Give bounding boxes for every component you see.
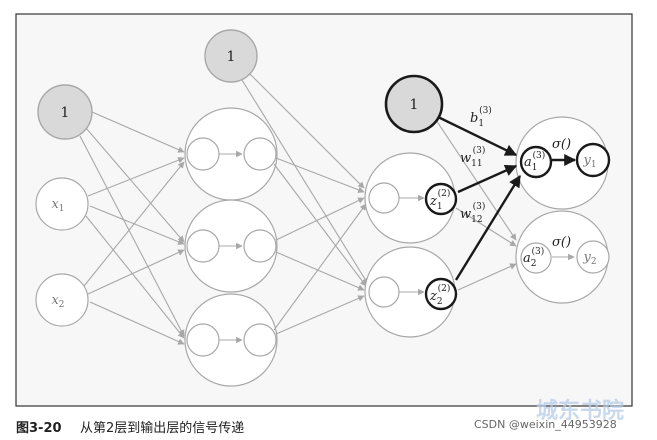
svg-text:y1: y1: [582, 153, 596, 170]
csdn-watermark: CSDN @weixin_44953928: [474, 418, 617, 431]
bias-node-input: 1: [37, 84, 93, 140]
figure-caption: 从第2层到输出层的信号传递: [80, 420, 244, 436]
output-node-y2: y2: [576, 240, 610, 274]
layer2-nodes: [368, 182, 425, 308]
svg-text:1: 1: [227, 49, 236, 65]
figure-number: 图3-20: [16, 421, 62, 436]
layer1-nodes: [186, 137, 277, 357]
edge-label-w12: w12(3): [460, 201, 485, 225]
input-node-x2: x2: [35, 273, 89, 327]
edges-input-to-layer1: [79, 111, 185, 345]
site-watermark: 城东书院: [536, 398, 624, 424]
svg-text:1: 1: [61, 105, 70, 121]
svg-text:a1(3): a1(3): [524, 150, 545, 173]
edges-layer2-to-a2: [435, 119, 517, 291]
svg-text:1: 1: [410, 97, 419, 113]
bias-node-layer2: 1: [384, 74, 444, 134]
layer2-node-z2: z2(2): [424, 277, 458, 311]
output-node-y1: y1: [575, 142, 611, 178]
edges-highlighted-to-a1: [435, 114, 577, 281]
layer2-node-z1: z1(2): [424, 182, 458, 216]
svg-text:z1(2): z1(2): [429, 188, 450, 212]
activation-label-2: σ(): [552, 235, 571, 250]
svg-text:a2(3): a2(3): [523, 246, 544, 269]
edges-layer1-to-layer2: [241, 71, 369, 335]
input-node-x1: x1: [35, 177, 89, 231]
svg-text:z2(2): z2(2): [429, 283, 450, 307]
edge-label-b1: b1(3): [470, 105, 492, 129]
svg-text:x2: x2: [51, 293, 64, 310]
bias-node-layer1: 1: [204, 29, 258, 83]
svg-text:x1: x1: [51, 197, 64, 214]
figure-frame: [15, 13, 633, 407]
layer3-node-a1: a1(3): [519, 145, 553, 179]
svg-text:y2: y2: [582, 250, 596, 267]
edge-label-w11: w11(3): [460, 145, 485, 169]
activation-label-1: σ(): [552, 137, 571, 152]
layer1-groups: [184, 107, 278, 387]
layer3-node-a2: a2(3): [520, 242, 552, 274]
